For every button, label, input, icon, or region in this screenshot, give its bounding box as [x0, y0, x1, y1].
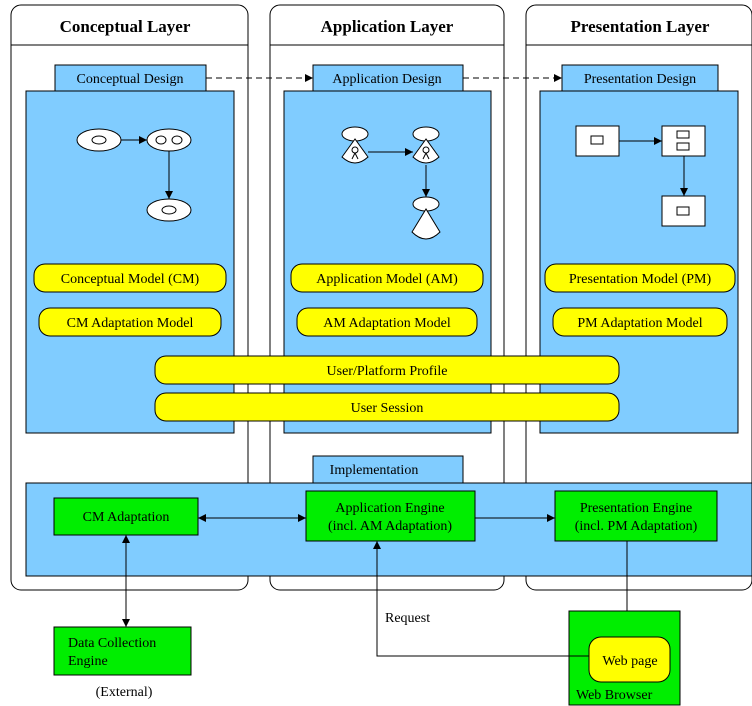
web-page-box [588, 636, 671, 683]
svg-text:(incl. PM Adaptation): (incl. PM Adaptation) [575, 519, 698, 534]
web-browser-label: Web Browser [576, 688, 653, 703]
cm-adaptation-box [53, 497, 199, 536]
user-platform-profile-pill [154, 355, 620, 385]
svg-text:CM Adaptation: CM Adaptation [83, 510, 170, 525]
request-label: Request [385, 611, 430, 626]
application-layer-title: Application Layer [321, 17, 454, 36]
svg-text:CM Adaptation Model: CM Adaptation Model [67, 316, 194, 331]
svg-text:User/Platform Profile: User/Platform Profile [327, 364, 448, 379]
user-session-pill [154, 392, 620, 422]
application-model-pill [290, 263, 484, 293]
presentation-engine-box [554, 490, 718, 542]
svg-text:AM Adaptation Model: AM Adaptation Model [323, 316, 451, 331]
pm-adaptation-model-pill [552, 307, 728, 337]
am-adaptation-model-pill [296, 307, 478, 337]
data-collection-engine-box [53, 626, 192, 676]
svg-text:Engine: Engine [68, 654, 108, 669]
presentation-design-label: Presentation Design [584, 72, 696, 87]
presentation-graph-icon [575, 125, 706, 227]
conceptual-design-label: Conceptual Design [77, 72, 184, 87]
svg-text:Data Collection: Data Collection [68, 636, 156, 651]
svg-text:Conceptual Model (CM): Conceptual Model (CM) [61, 272, 200, 287]
svg-text:Web page: Web page [602, 654, 657, 669]
svg-text:User Session: User Session [351, 401, 424, 416]
conceptual-layer-title: Conceptual Layer [60, 17, 191, 36]
svg-text:Application Engine: Application Engine [335, 501, 444, 516]
conceptual-graph-icon [76, 128, 192, 222]
conceptual-model-pill [33, 263, 227, 293]
application-engine-box [305, 490, 476, 542]
application-design-label: Application Design [332, 72, 441, 87]
implementation-tab [312, 455, 464, 484]
svg-text:(incl. AM Adaptation): (incl. AM Adaptation) [328, 519, 452, 534]
request-arrow [373, 541, 589, 657]
external-label: (External) [96, 685, 153, 700]
svg-text:PM Adaptation Model: PM Adaptation Model [577, 316, 702, 331]
conceptual-design-tab [54, 64, 207, 92]
presentation-layer-title: Presentation Layer [571, 17, 710, 36]
presentation-model-pill [544, 263, 736, 293]
application-design-tab [312, 64, 464, 92]
application-graph-icon [341, 126, 441, 240]
presentation-design-tab [561, 64, 719, 92]
cm-adaptation-model-pill [38, 307, 222, 337]
svg-text:Application Model (AM): Application Model (AM) [316, 272, 458, 287]
svg-text:Presentation Model (PM): Presentation Model (PM) [569, 272, 712, 287]
svg-text:Presentation Engine: Presentation Engine [580, 501, 692, 516]
implementation-label: Implementation [330, 463, 419, 478]
